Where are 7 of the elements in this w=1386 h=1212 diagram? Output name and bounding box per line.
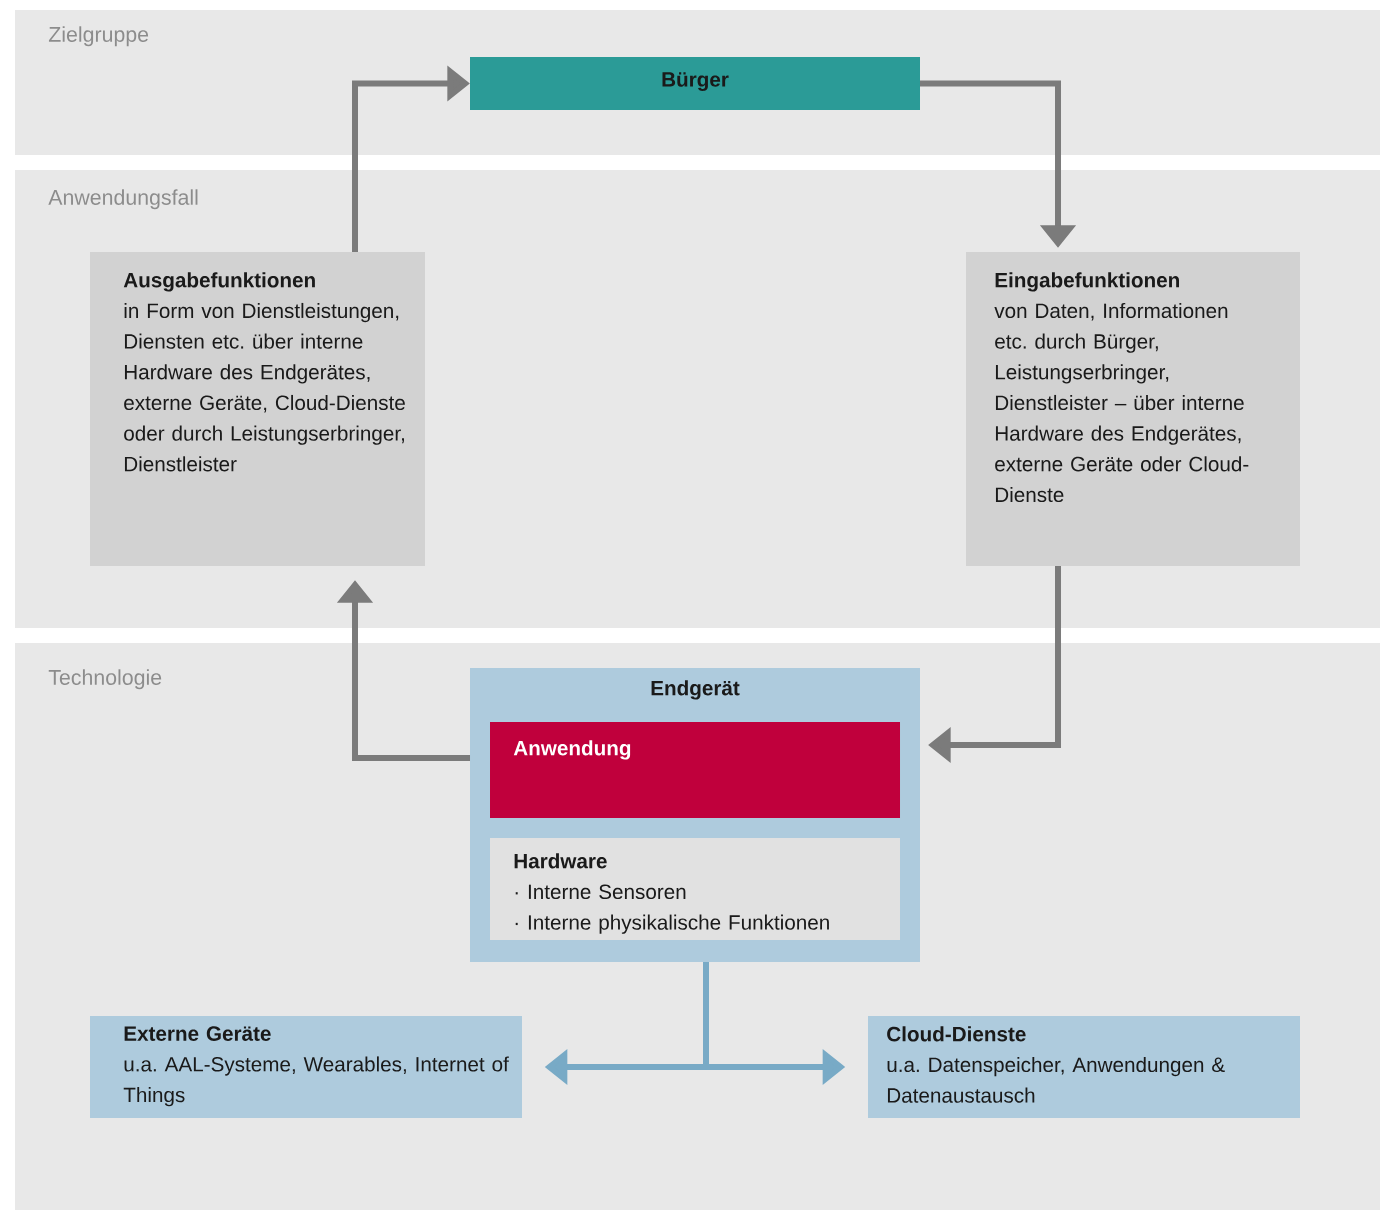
process-box: Cloud-Dienste u.a. Datenspeicher, Anwendungen & Datenaustausch <box>868 1016 1300 1118</box>
process-box: Eingabefunktionen von Daten, Informationen etc. durch Bürger, Leistungserbringer, Dienstleister – über interne Hardware des Endgerätes, externe Geräte oder Cloud-Dienste <box>966 252 1300 566</box>
process-box: Externe Geräte u.a. AAL-Systeme, Wearables, Internet of Things <box>90 1016 522 1118</box>
process-box: Anwendung <box>490 722 900 818</box>
process-box: Ausgabefunktionen in Form von Dienstleistungen, Diensten etc. über interne Hardware des Endgerätes, externe Geräte, Cloud-Dienste oder durch Leistungserbringer, Dienstleister <box>90 252 425 566</box>
process-box: Bürger <box>470 57 920 110</box>
process-box: Hardware · Interne Sensoren · Interne physikalische Funktionen <box>490 838 900 940</box>
